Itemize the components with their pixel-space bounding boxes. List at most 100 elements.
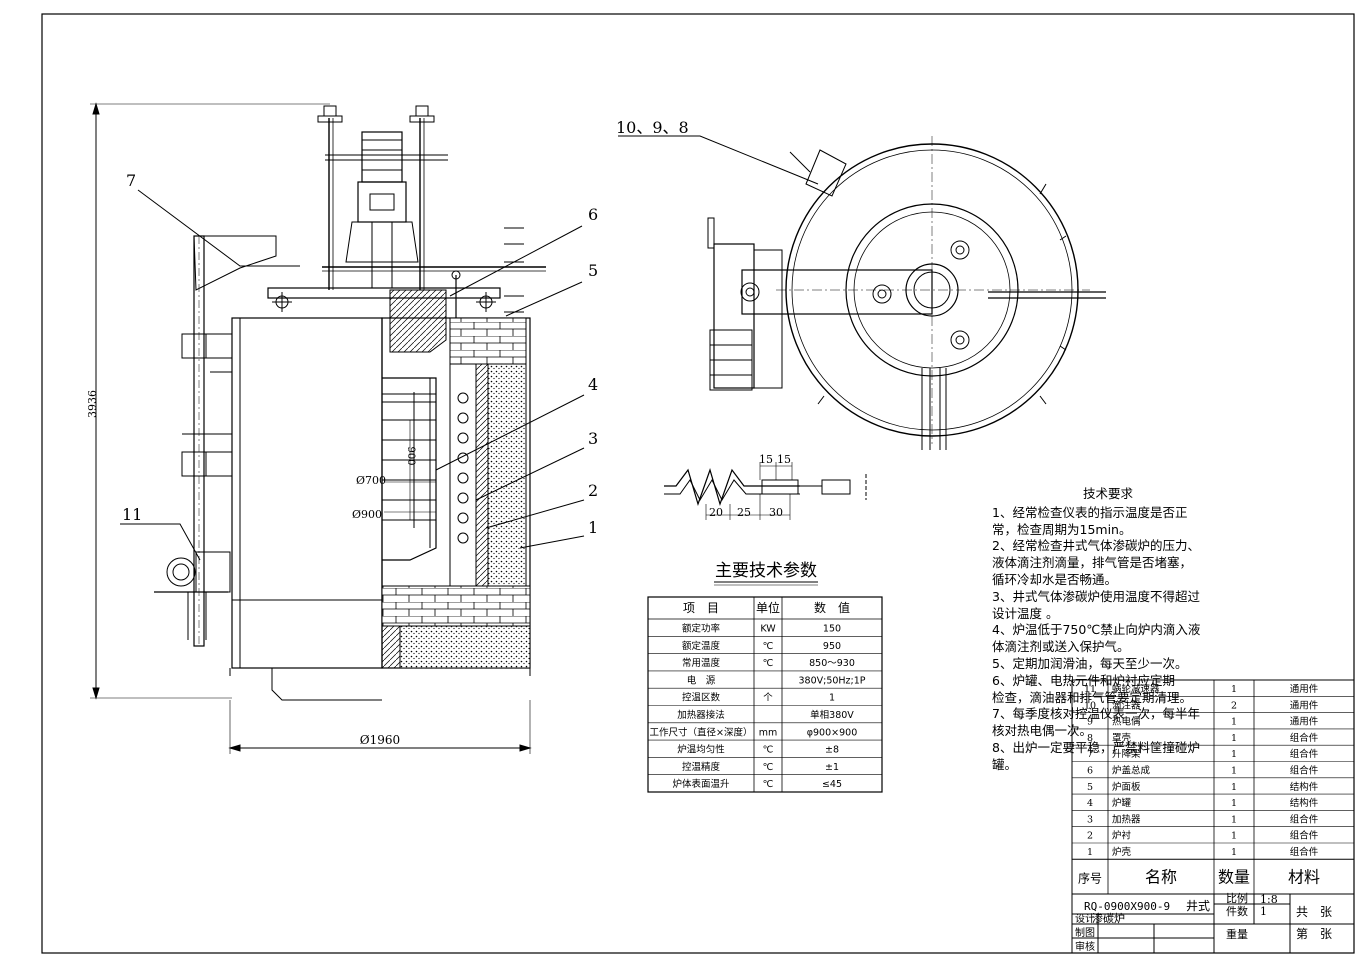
bom-row-qty: 1 xyxy=(1231,831,1237,842)
spec-cell: ℃ xyxy=(763,641,774,652)
bom-row-name: 炉衬 xyxy=(1112,830,1132,842)
requirement-line: 6、炉罐、电热元件和炉衬应定期 xyxy=(992,672,1175,688)
requirement-line: 5、定期加润滑油，每天至少一次。 xyxy=(992,655,1188,671)
bom-row-no: 7 xyxy=(1087,749,1093,760)
spec-cell: 950 xyxy=(823,641,841,652)
bom-row-material: 组合件 xyxy=(1290,748,1319,760)
bom-row-name: 罩壳 xyxy=(1112,732,1132,744)
bom-row-name: 升降架 xyxy=(1112,748,1141,760)
spec-cell: 炉体表面温升 xyxy=(672,778,730,790)
bom-row-material: 组合件 xyxy=(1290,813,1319,825)
spec-cell: 380V;50Hz;1P xyxy=(798,675,865,686)
spec-cell: 个 xyxy=(763,693,773,704)
bom-row-material: 通用件 xyxy=(1290,683,1319,695)
bom-row-no: 6 xyxy=(1087,766,1093,777)
technical-requirements: 技术要求 1、经常检查仪表的指示温度是否正常，检查周期为15min。2、经常检查… xyxy=(992,486,1224,774)
drawing-frame xyxy=(41,13,1355,954)
bom-row-qty: 1 xyxy=(1231,782,1237,793)
requirement-line: 液体滴注剂滴量，排气管是否堵塞， xyxy=(992,555,1193,571)
spec-table-title: 主要技术参数 xyxy=(715,561,817,581)
dim-25: 25 xyxy=(737,506,751,519)
dim-15-b: 15 xyxy=(777,453,791,466)
requirement-line: 罐。 xyxy=(992,756,1018,772)
bom-row-material: 组合件 xyxy=(1290,830,1319,842)
requirement-line: 体滴注剂或送入保护气。 xyxy=(992,639,1130,655)
spec-cell: ℃ xyxy=(763,745,774,756)
requirement-line: 循环冷却水是否畅通。 xyxy=(992,571,1118,587)
bom-row-name: 炉盖总成 xyxy=(1112,765,1151,777)
spec-cell: 150 xyxy=(823,624,841,635)
bom-row-qty: 1 xyxy=(1231,814,1237,825)
callout-6: 6 xyxy=(588,205,598,224)
bom-row-name: 炉罐 xyxy=(1112,797,1132,809)
sheet-number-label: 第 张 xyxy=(1296,927,1332,941)
bom-row-no: 5 xyxy=(1087,782,1093,793)
bom-row-no: 2 xyxy=(1087,831,1093,842)
callout-7: 7 xyxy=(126,171,136,190)
title-block xyxy=(1071,893,1355,954)
front-section-view xyxy=(90,102,585,754)
spec-cell: ℃ xyxy=(763,658,774,669)
weight-label: 件数 xyxy=(1226,905,1248,918)
bom-row-no: 3 xyxy=(1087,814,1093,825)
spec-cell: 常用温度 xyxy=(682,657,721,669)
bom-row-no: 9 xyxy=(1087,717,1093,728)
spec-cell: 额定温度 xyxy=(682,640,721,652)
spec-cell: 1 xyxy=(829,693,835,704)
bom-row-name: 蜗轮减速器 xyxy=(1112,683,1160,695)
dim-d900: Ø900 xyxy=(352,508,382,521)
total-sheets-label: 共 张 xyxy=(1296,905,1332,919)
bom-row-qty: 1 xyxy=(1231,766,1237,777)
spec-header-cell: 单位 xyxy=(756,600,780,615)
bom-row-name: 炉面板 xyxy=(1112,781,1141,793)
bom-row-material: 通用件 xyxy=(1290,699,1319,711)
callout-4: 4 xyxy=(588,375,598,394)
bom-row-qty: 1 xyxy=(1231,749,1237,760)
bom-row-qty: 1 xyxy=(1231,798,1237,809)
spec-cell: 控温精度 xyxy=(682,761,721,773)
bom-row-material: 结构件 xyxy=(1290,797,1319,809)
spec-header-cell: 项 目 xyxy=(683,601,719,615)
requirement-line: 1、经常检查仪表的指示温度是否正 xyxy=(992,504,1188,520)
scale-label: 比例 xyxy=(1226,891,1248,905)
spec-cell: 850～930 xyxy=(809,658,855,669)
dim-depth-900: 900 xyxy=(405,446,416,465)
bom-row-no: 10 xyxy=(1084,700,1096,711)
bom-row-name: 加热器 xyxy=(1112,813,1141,825)
role-design: 设计 xyxy=(1075,912,1095,925)
spec-cell: 炉温均匀性 xyxy=(677,744,725,756)
bom-row-material: 组合件 xyxy=(1290,846,1319,858)
spec-cell: mm xyxy=(759,727,778,738)
requirement-line: 检查，滴油器和排气管要定期清理。 xyxy=(992,689,1193,705)
requirement-line: 2、经常检查井式气体渗碳炉的压力、 xyxy=(992,538,1200,554)
scale-value: 1:8 xyxy=(1260,893,1278,906)
drawing-name-1: 井式 xyxy=(1186,899,1210,913)
role-check: 审核 xyxy=(1075,940,1095,953)
bom-row-qty: 1 xyxy=(1231,717,1237,728)
bom-row-name: 炉壳 xyxy=(1112,846,1132,858)
spec-cell: ℃ xyxy=(763,779,774,790)
bom-row-name: 滴注器 xyxy=(1112,699,1141,711)
requirement-line: 核对热电偶一次。 xyxy=(992,723,1093,739)
callout-1: 1 xyxy=(588,518,598,537)
bom-row-material: 组合件 xyxy=(1290,732,1319,744)
spec-cell: 单相380V xyxy=(810,709,854,721)
spec-cell: 加热器接法 xyxy=(677,709,725,721)
spec-cell: 额定功率 xyxy=(682,623,721,635)
spec-cell: ≤45 xyxy=(822,779,842,790)
requirement-line: 4、炉温低于750℃禁止向炉内滴入液 xyxy=(992,622,1201,638)
bom-row-qty: 1 xyxy=(1231,847,1237,858)
requirement-line: 常，检查周期为15min。 xyxy=(992,521,1132,537)
bom-row-material: 结构件 xyxy=(1290,781,1319,793)
bom-row-qty: 1 xyxy=(1231,733,1237,744)
bom-header-name: 名称 xyxy=(1145,868,1177,887)
callout-5: 5 xyxy=(588,261,598,280)
spec-cell: 控温区数 xyxy=(682,692,721,704)
dim-d700: Ø700 xyxy=(356,474,386,487)
drawing-number: RQ-0900X900-9 xyxy=(1084,900,1170,913)
spec-cell: ±8 xyxy=(825,745,839,756)
callout-3: 3 xyxy=(588,429,598,448)
